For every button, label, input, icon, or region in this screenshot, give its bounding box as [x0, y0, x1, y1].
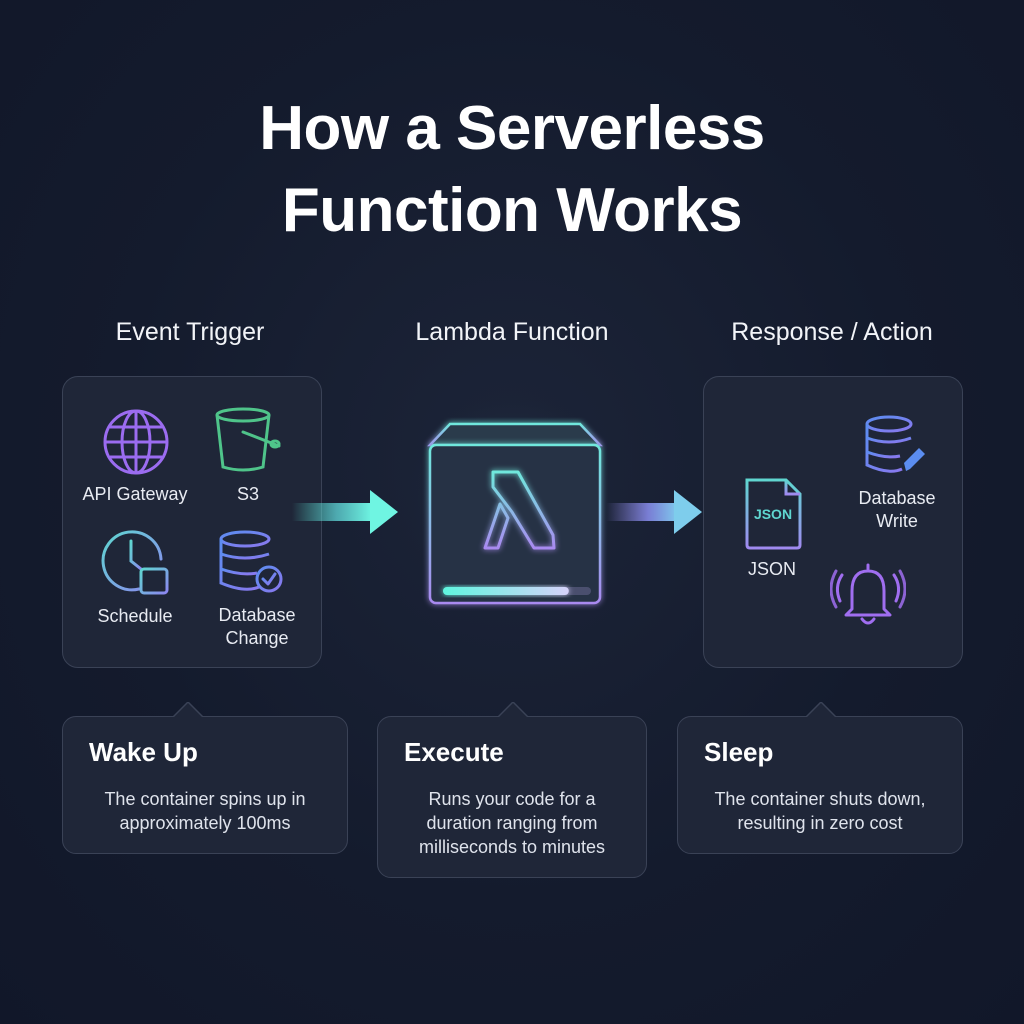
lambda-icon: [483, 470, 556, 550]
json-icon-text: JSON: [754, 506, 792, 522]
json-file-icon: JSON: [745, 478, 802, 550]
stage-title: Execute: [404, 737, 504, 767]
stage-description: The container shuts down, resulting in z…: [714, 789, 926, 833]
column-title-response: Response / Action: [731, 318, 933, 346]
title-line-2: Function Works: [281, 176, 743, 245]
title-line-1: How a Serverless: [259, 94, 765, 163]
arrow-trigger-to-function: [292, 490, 398, 534]
bucket-icon: [215, 407, 281, 472]
stage-title: Sleep: [704, 737, 774, 767]
arrow-function-to-response: [606, 490, 702, 534]
progress-fill: [443, 587, 569, 595]
page-title: How a Serverless Function Works: [0, 88, 1024, 252]
trigger-label-api-gateway: API Gateway: [82, 484, 188, 504]
stage-card-execute: Execute Runs your code for a duration ra…: [377, 702, 647, 878]
card-pointer: [498, 702, 528, 717]
stage-card-sleep: Sleep The container shuts down, resultin…: [677, 702, 963, 854]
stage-description: Runs your code for a duration ranging fr…: [418, 789, 606, 857]
stage-title: Wake Up: [89, 737, 198, 767]
trigger-panel: API Gateway S3 Schedule: [62, 376, 322, 668]
stage-description: The container spins up in approximately …: [104, 789, 306, 833]
stage-card-wake-up: Wake Up The container spins up in approx…: [62, 702, 348, 854]
trigger-label-schedule: Schedule: [97, 606, 173, 626]
column-title-function: Lambda Function: [415, 318, 609, 346]
response-label-json: JSON: [747, 559, 796, 579]
container-body: [428, 443, 602, 605]
response-label-database-write: Database Write: [858, 488, 936, 531]
trigger-label-database-change: Database Change: [218, 605, 296, 648]
lambda-function-box: [405, 400, 620, 610]
database-check-icon: [219, 530, 283, 593]
response-panel: JSON JSON Database Write: [703, 376, 963, 668]
bell-icon: [830, 563, 906, 625]
globe-icon: [103, 409, 169, 475]
card-pointer: [173, 702, 203, 717]
trigger-label-s3: S3: [236, 484, 260, 504]
column-title-trigger: Event Trigger: [115, 318, 265, 346]
clock-calendar-icon: [101, 530, 169, 595]
card-pointer: [806, 702, 836, 717]
database-edit-icon: [865, 415, 925, 473]
